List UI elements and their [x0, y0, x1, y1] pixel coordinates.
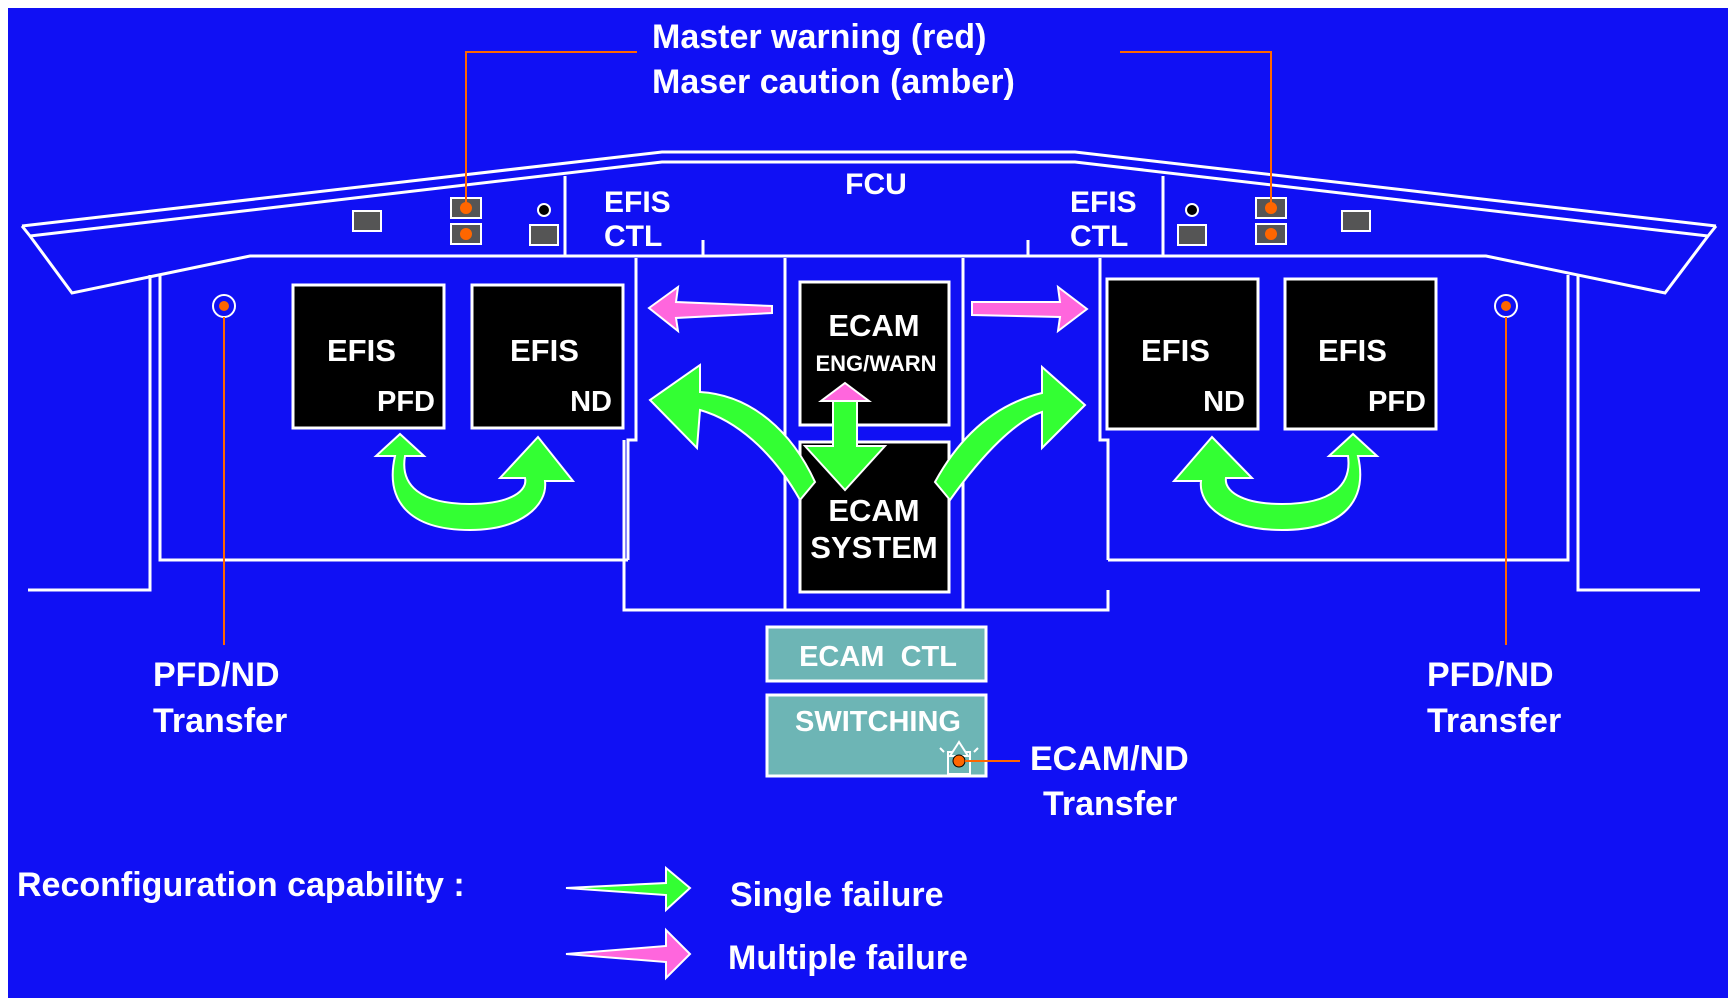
right-pfd-display [1283, 277, 1438, 431]
left-pfd-nd-transfer-label: PFD/ND [153, 656, 280, 694]
legend-single-failure-label: Single failure [730, 876, 944, 914]
master-caution-label: Maser caution (amber) [652, 63, 1015, 101]
ecam-ctl-panel [765, 625, 988, 683]
left-indicator-dot [537, 203, 551, 217]
pedestal: ECAM CTL SWITCHING [765, 625, 988, 778]
switching-label: SWITCHING [795, 706, 961, 738]
right-aux-button-2[interactable] [1177, 224, 1207, 246]
legend-multiple-failure-arrow [565, 927, 692, 981]
right-nd-sub: ND [1203, 386, 1245, 418]
single-failure-arrow-ecam [802, 400, 888, 492]
single-failure-arrow-right-curve [933, 364, 1087, 502]
left-pfd-sub: PFD [377, 386, 435, 418]
ecam-nd-transfer-label-2: Transfer [1043, 785, 1177, 823]
right-nd-title: EFIS [1141, 333, 1210, 368]
ecam-nd-transfer-label: ECAM/ND [1030, 740, 1189, 778]
ecam-upper-title: ECAM [828, 308, 919, 343]
right-nd-display [1105, 277, 1260, 431]
legend: Reconfiguration capability : Single fail… [17, 865, 968, 981]
ecam-lower-sub: SYSTEM [810, 530, 937, 565]
legend-multiple-failure-label: Multiple failure [728, 939, 968, 977]
left-nd-display [470, 283, 625, 430]
main-instrument-panel [28, 258, 1700, 612]
right-indicator-dot [1185, 203, 1199, 217]
fcu-label: FCU [845, 168, 907, 201]
left-pfd-title: EFIS [327, 333, 396, 368]
left-pfd-display [291, 283, 446, 430]
multiple-failure-arrow-left [647, 284, 773, 334]
legend-heading: Reconfiguration capability : [17, 866, 465, 904]
ecam-upper-sub: ENG/WARN [816, 351, 937, 376]
right-pfd-sub: PFD [1368, 386, 1426, 418]
ecam-lower-title: ECAM [828, 493, 919, 528]
right-pfd-nd-transfer-label: PFD/ND [1427, 656, 1554, 694]
glareshield-buttons [352, 197, 1371, 246]
multiple-failure-arrow-right [971, 284, 1089, 334]
ecam-ctl-label: ECAM CTL [799, 641, 957, 673]
left-nd-title: EFIS [510, 333, 579, 368]
master-warning-label: Master warning (red) [652, 18, 986, 56]
glareshield [20, 150, 1718, 295]
single-failure-arrows [373, 363, 1380, 532]
right-pfd-title: EFIS [1318, 333, 1387, 368]
left-aux-button[interactable] [352, 210, 382, 232]
single-failure-arrow-left-curve [648, 363, 817, 502]
legend-single-failure-arrow [565, 865, 692, 913]
display-units [291, 277, 1438, 594]
single-failure-arrow-right-swap [1171, 432, 1380, 532]
right-pfd-nd-transfer-label-2: Transfer [1427, 702, 1561, 740]
leader-lines [223, 51, 1507, 762]
right-efis-ctl-label-2: CTL [1070, 220, 1128, 253]
left-efis-ctl-label: EFIS [604, 186, 671, 219]
left-nd-sub: ND [570, 386, 612, 418]
right-aux-button[interactable] [1341, 210, 1371, 232]
ecam-nd-transfer-knob[interactable] [939, 740, 979, 775]
single-failure-arrow-left-swap [373, 432, 576, 532]
left-efis-ctl-label-2: CTL [604, 220, 662, 253]
left-aux-button-2[interactable] [529, 224, 559, 246]
right-efis-ctl-label: EFIS [1070, 186, 1137, 219]
left-pfd-nd-transfer-label-2: Transfer [153, 702, 287, 740]
